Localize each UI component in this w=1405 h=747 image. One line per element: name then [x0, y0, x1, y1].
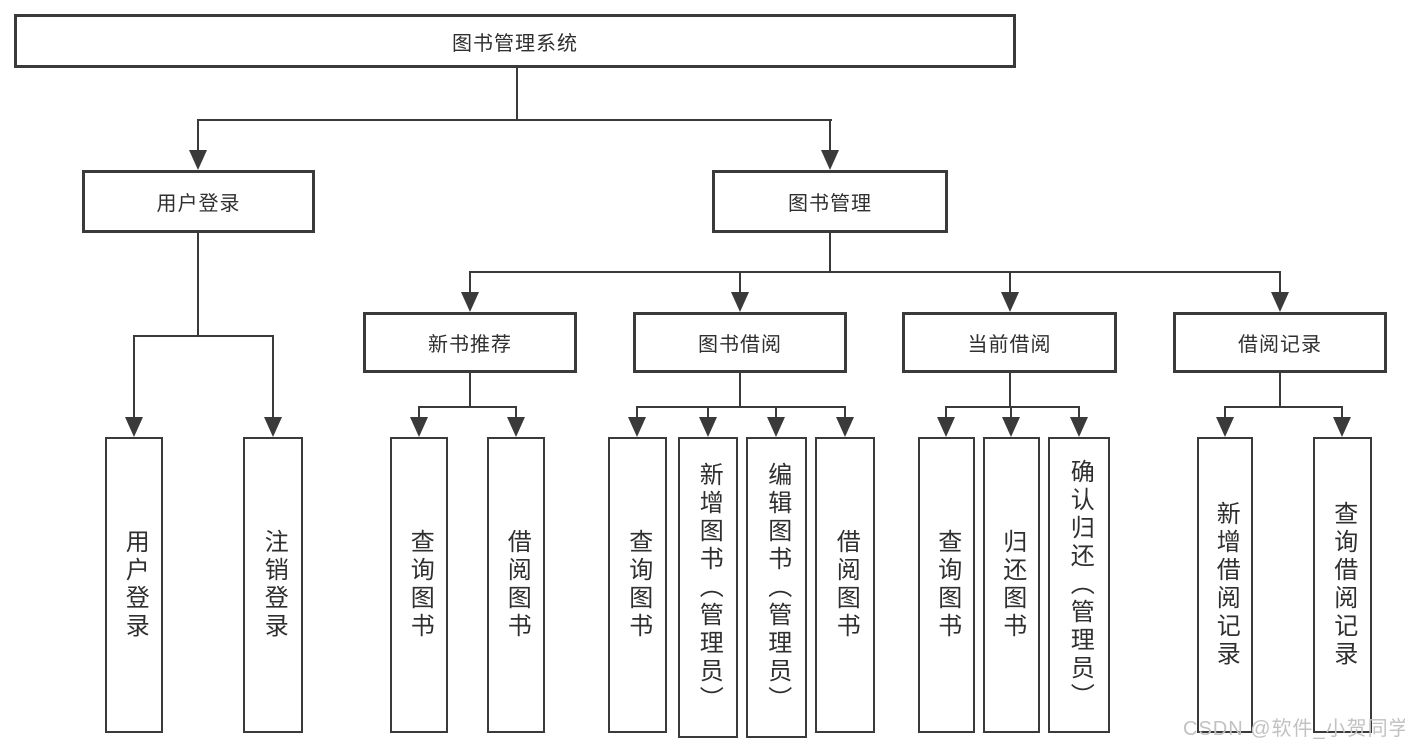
leaf-query-books-recommend: 查询图书	[390, 437, 448, 733]
connector-line	[1279, 372, 1281, 408]
leaf-user-login: 用户登录	[105, 437, 163, 733]
leaf-edit-books-admin: 编辑图书（管理员）	[746, 437, 807, 738]
arrowhead-down-icon	[628, 417, 646, 437]
leaf-query-books-borrowing: 查询图书	[608, 437, 667, 733]
connector-line	[197, 232, 199, 337]
connector-line	[775, 406, 777, 420]
connector-line	[469, 372, 471, 408]
connector-line	[418, 406, 420, 420]
connector-line	[418, 406, 517, 408]
connector-line	[945, 406, 1080, 408]
connector-line	[829, 119, 831, 153]
connector-line	[945, 406, 947, 420]
connector-line	[1009, 271, 1011, 295]
node-book-management: 图书管理	[712, 170, 948, 233]
leaf-label: 借阅图书	[832, 529, 860, 641]
node-new-book-recommend: 新书推荐	[363, 312, 577, 373]
leaf-logout: 注销登录	[243, 437, 303, 733]
arrowhead-down-icon	[836, 417, 854, 437]
arrowhead-down-icon	[1216, 417, 1234, 437]
connector-line	[1009, 372, 1011, 408]
node-user-login: 用户登录	[82, 170, 315, 233]
arrowhead-down-icon	[1002, 417, 1020, 437]
arrowhead-down-icon	[699, 417, 717, 437]
arrowhead-down-icon	[821, 150, 839, 170]
node-book-borrowing: 图书借阅	[633, 312, 847, 373]
connector-line	[1279, 271, 1281, 295]
arrowhead-down-icon	[125, 417, 143, 437]
leaf-label: 借阅图书	[503, 529, 531, 641]
connector-line	[844, 406, 846, 420]
arrowhead-down-icon	[1271, 292, 1289, 312]
arrowhead-down-icon	[1333, 417, 1351, 437]
leaf-return-books: 归还图书	[983, 437, 1040, 733]
connector-line	[1078, 406, 1080, 420]
leaf-label: 新增图书（管理员）	[695, 461, 723, 714]
arrowhead-down-icon	[507, 417, 525, 437]
node-borrowing-records: 借阅记录	[1173, 312, 1387, 373]
arrowhead-down-icon	[264, 417, 282, 437]
arrowhead-down-icon	[1070, 417, 1088, 437]
leaf-label: 查询图书	[406, 529, 434, 641]
arrowhead-down-icon	[767, 417, 785, 437]
leaf-label: 确认归还（管理员）	[1066, 459, 1094, 711]
leaf-label: 查询图书	[933, 529, 961, 641]
leaf-add-books-admin: 新增图书（管理员）	[678, 437, 738, 738]
connector-line	[1010, 406, 1012, 420]
connector-line	[133, 335, 135, 420]
arrowhead-down-icon	[410, 417, 428, 437]
connector-line	[515, 406, 517, 420]
leaf-query-borrow-record: 查询借阅记录	[1313, 437, 1372, 733]
connector-line	[739, 271, 741, 295]
connector-line	[1341, 406, 1343, 420]
arrowhead-down-icon	[189, 150, 207, 170]
watermark-text: CSDN @软件_小贺同学	[1183, 718, 1405, 740]
leaf-add-borrow-record: 新增借阅记录	[1197, 437, 1253, 733]
node-library-system: 图书管理系统	[14, 14, 1016, 68]
connector-line	[197, 119, 199, 153]
connector-line	[707, 406, 709, 420]
leaf-query-books-current: 查询图书	[918, 437, 975, 733]
connector-line	[1224, 406, 1226, 420]
leaf-label: 注销登录	[260, 529, 288, 641]
leaf-confirm-return-admin: 确认归还（管理员）	[1048, 437, 1110, 733]
connector-line	[829, 232, 831, 273]
arrowhead-down-icon	[731, 292, 749, 312]
connector-line	[516, 67, 518, 121]
connector-line	[1224, 406, 1343, 408]
connector-line	[197, 119, 832, 121]
connector-line	[739, 372, 741, 408]
connector-line	[469, 271, 471, 295]
connector-line	[469, 271, 1281, 273]
connector-line	[636, 406, 846, 408]
node-current-borrowing: 当前借阅	[902, 312, 1117, 373]
arrowhead-down-icon	[1001, 292, 1019, 312]
arrowhead-down-icon	[461, 292, 479, 312]
leaf-label: 归还图书	[998, 529, 1026, 641]
arrowhead-down-icon	[937, 417, 955, 437]
leaf-borrow-books-borrowing: 借阅图书	[815, 437, 875, 733]
connector-line	[272, 335, 274, 420]
leaf-label: 查询借阅记录	[1329, 501, 1357, 669]
leaf-label: 查询图书	[624, 529, 652, 641]
connector-line	[133, 335, 274, 337]
leaf-label: 新增借阅记录	[1212, 501, 1240, 669]
leaf-borrow-books-recommend: 借阅图书	[487, 437, 545, 733]
connector-line	[636, 406, 638, 420]
leaf-label: 编辑图书（管理员）	[763, 461, 791, 714]
leaf-label: 用户登录	[121, 529, 149, 641]
